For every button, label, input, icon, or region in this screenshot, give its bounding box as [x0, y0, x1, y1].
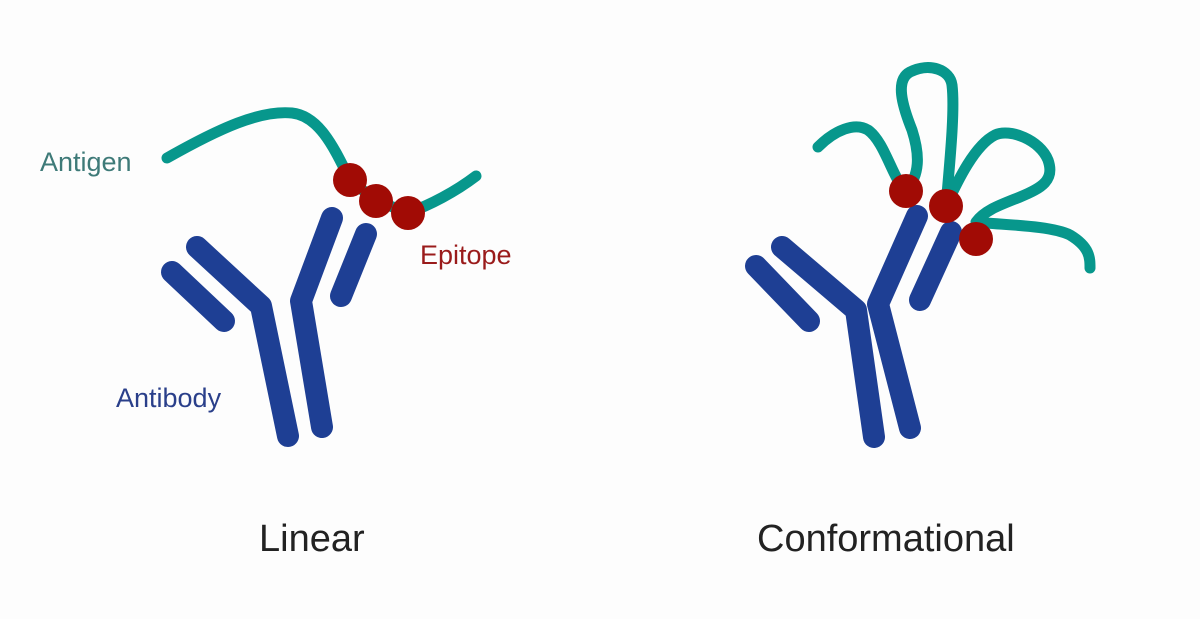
antibody-label: Antibody: [116, 383, 222, 413]
antigen-label: Antigen: [40, 147, 132, 177]
conformational-antibody-icon: [745, 205, 962, 448]
linear-epitope-dots: [333, 163, 425, 230]
conformational-epitope-dots: [889, 174, 993, 256]
linear-panel: [161, 107, 482, 447]
conformational-caption: Conformational: [757, 518, 1015, 560]
conformational-panel: [745, 62, 1096, 448]
linear-antibody-icon: [161, 207, 377, 447]
linear-caption: Linear: [259, 518, 365, 560]
epitope-label: Epitope: [420, 240, 512, 270]
linear-antigen-strand: [161, 107, 482, 219]
